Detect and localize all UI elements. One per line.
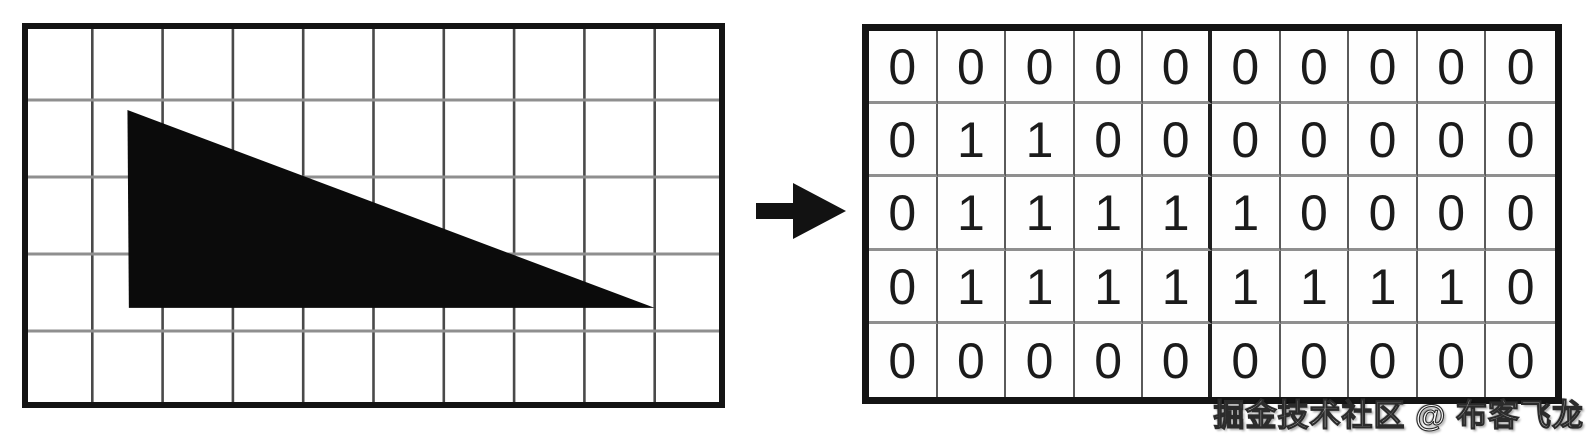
right-arrow-icon — [756, 183, 846, 239]
matrix-cell: 1 — [1143, 250, 1212, 324]
matrix-cell: 0 — [1211, 104, 1281, 178]
matrix-cell: 1 — [1143, 177, 1212, 251]
matrix-cell: 1 — [1074, 250, 1144, 324]
matrix-cell: 1 — [1417, 250, 1487, 324]
matrix-cell: 0 — [869, 323, 938, 397]
matrix-cell: 1 — [937, 177, 1007, 251]
pixel-grid-with-triangle — [22, 23, 725, 408]
matrix-cell: 0 — [1006, 31, 1075, 105]
matrix-cell: 0 — [938, 323, 1007, 397]
matrix-cell: 0 — [1349, 104, 1418, 178]
matrix-cell: 0 — [1143, 323, 1212, 397]
matrix-cell: 0 — [1417, 31, 1487, 105]
matrix-cell: 0 — [869, 177, 938, 251]
matrix-cell: 0 — [937, 31, 1007, 105]
matrix-cell: 0 — [869, 250, 938, 324]
matrix-cell: 0 — [1418, 323, 1487, 397]
matrix-cell: 0 — [1486, 177, 1555, 251]
matrix-cell: 1 — [1211, 177, 1281, 251]
matrix-cell: 1 — [1006, 177, 1075, 251]
matrix-cell: 0 — [1281, 323, 1350, 397]
matrix-cell: 0 — [1006, 323, 1075, 397]
matrix-cell: 0 — [1211, 31, 1281, 105]
matrix-cell: 1 — [1211, 250, 1281, 324]
matrix-cell: 0 — [1417, 177, 1487, 251]
matrix-cell: 0 — [1074, 104, 1144, 178]
matrix-cell: 0 — [869, 104, 938, 178]
matrix-cell: 1 — [1349, 250, 1418, 324]
matrix-cell: 1 — [937, 104, 1007, 178]
matrix-cell: 0 — [1417, 104, 1487, 178]
matrix-cell: 0 — [1075, 323, 1144, 397]
matrix-cell: 0 — [1349, 177, 1418, 251]
matrix-cell: 0 — [1074, 31, 1144, 105]
matrix-cell: 1 — [1074, 177, 1144, 251]
matrix-cell: 0 — [1280, 31, 1350, 105]
matrix-cell: 0 — [1349, 323, 1418, 397]
matrix-cell: 1 — [937, 250, 1007, 324]
matrix-cell: 0 — [1143, 31, 1212, 105]
matrix-cell: 0 — [1486, 104, 1555, 178]
matrix-cell: 0 — [869, 31, 938, 105]
matrix-cell: 0 — [1486, 251, 1555, 324]
matrix-cell: 1 — [1280, 250, 1350, 324]
triangle-shape — [127, 110, 655, 308]
right-arrow-glyph — [756, 183, 846, 239]
matrix-cell: 0 — [1143, 104, 1212, 178]
matrix-cell: 0 — [1486, 31, 1555, 105]
matrix-cell: 0 — [1349, 31, 1418, 105]
matrix-cell: 1 — [1006, 250, 1075, 324]
watermark-text: 掘金技术社区 @ 布客飞龙 — [1213, 397, 1584, 433]
matrix-cell: 1 — [1006, 104, 1075, 178]
matrix-cell: 0 — [1506, 333, 1535, 390]
matrix-cell: 0 — [1280, 177, 1350, 251]
matrix-cell: 0 — [1212, 323, 1281, 397]
matrix-cell: 0 — [1280, 104, 1350, 178]
